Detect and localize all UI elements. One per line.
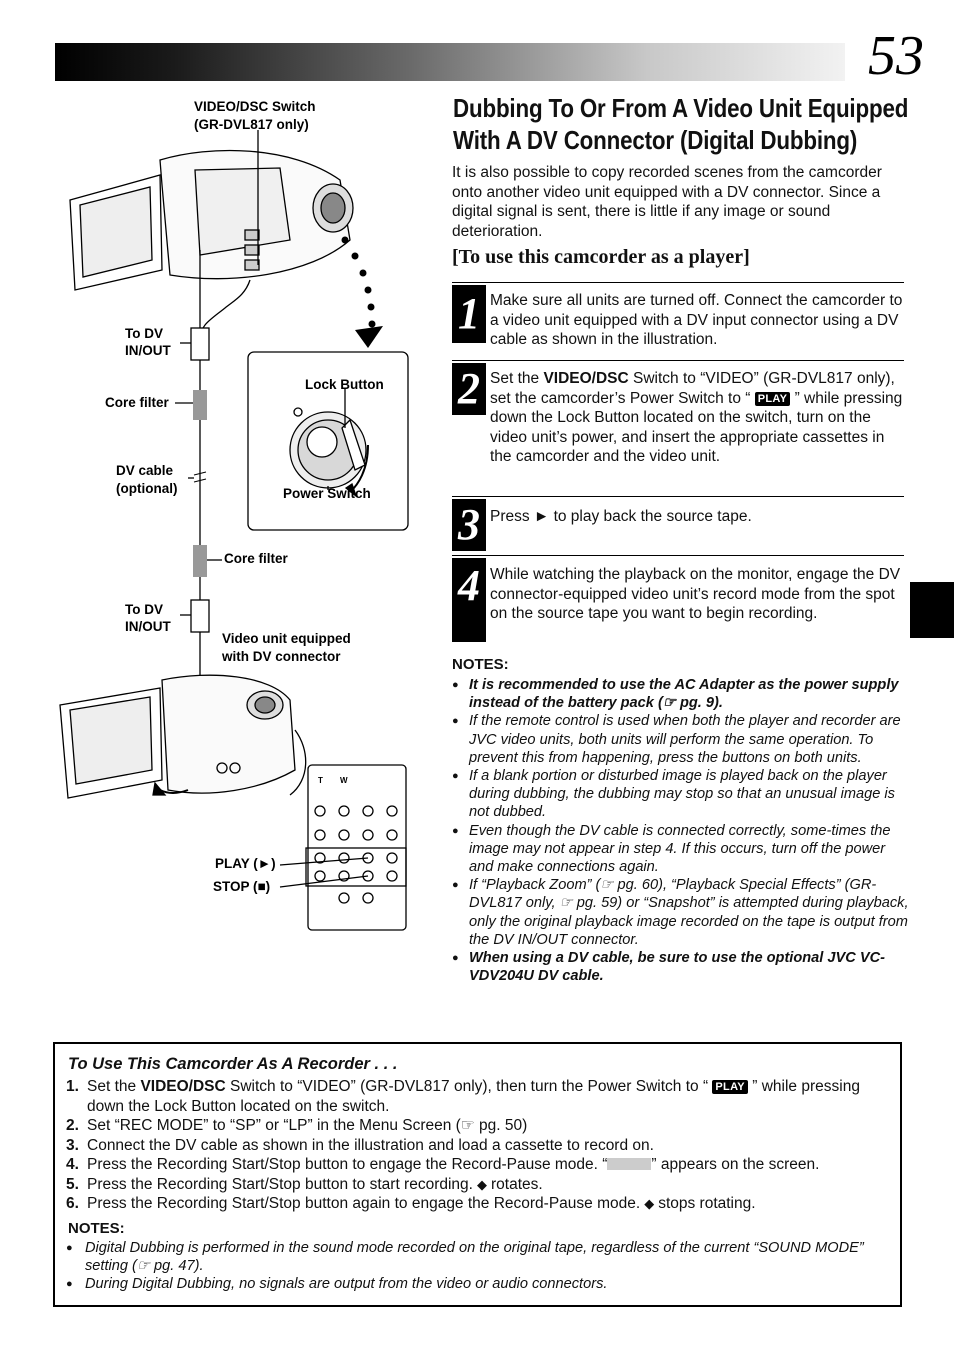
step-4-text: While watching the playback on the monit… <box>490 566 901 622</box>
power-switch-label: Power Switch <box>283 486 371 501</box>
intro-paragraph: It is also possible to copy recorded sce… <box>452 164 882 240</box>
recorder-step: 1.Set the VIDEO/DSC Switch to “VIDEO” (G… <box>66 1078 860 1115</box>
step-number-1: 1 <box>452 285 486 343</box>
record-pause-indicator <box>607 1158 652 1170</box>
tape-rotation-icon: ◆ <box>644 1196 655 1211</box>
recorder-step: 6.Press the Recording Start/Stop button … <box>66 1195 756 1212</box>
step-divider <box>452 555 904 556</box>
page-title: Dubbing To Or From A Video Unit Equipped… <box>453 93 909 155</box>
recorder-note: During Digital Dubbing, no signals are o… <box>66 1275 896 1293</box>
dv-plug-top <box>190 327 210 361</box>
header-bar <box>55 43 845 81</box>
recorder-notes-heading: NOTES: <box>68 1220 125 1237</box>
note-item: If “Playback Zoom” (☞ pg. 60), “Playback… <box>452 876 912 949</box>
step-divider <box>452 496 904 497</box>
step-number-2: 2 <box>452 363 486 415</box>
step-divider <box>452 360 904 361</box>
step-number-4: 4 <box>452 558 486 642</box>
step-number-3: 3 <box>452 499 486 551</box>
note-item: If the remote control is used when both … <box>452 712 912 767</box>
core-filter-bottom <box>193 545 207 577</box>
stop-button-label: STOP (■) <box>213 879 271 894</box>
recorder-step: 5.Press the Recording Start/Stop button … <box>66 1175 543 1193</box>
core-filter-top-label: Core filter <box>105 395 169 410</box>
remote-control-illustration <box>279 764 407 931</box>
section-subheading: [To use this camcorder as a player] <box>452 246 750 268</box>
video-dsc-switch-note: (GR-DVL817 only) <box>194 117 309 132</box>
recorder-steps-list: 1.Set the VIDEO/DSC Switch to “VIDEO” (G… <box>66 1077 896 1214</box>
tape-rotation-icon: ◆ <box>476 1176 487 1192</box>
to-dv-bottom-label: To DV <box>125 602 163 617</box>
note-item: If a blank portion or disturbed image is… <box>452 767 912 822</box>
dubbing-illustration: T W <box>59 130 409 931</box>
camcorder-illustration <box>69 149 354 341</box>
dv-plug-bottom <box>190 599 210 633</box>
core-filter-top <box>193 390 207 420</box>
recorder-note: Digital Dubbing is performed in the soun… <box>66 1239 896 1275</box>
play-mode-badge: PLAY <box>754 391 791 406</box>
lock-button-label: Lock Button <box>305 377 384 392</box>
dv-cable-optional-label: (optional) <box>116 481 178 496</box>
video-unit-label-2: with DV connector <box>222 649 341 664</box>
recorder-box-title: To Use This Camcorder As A Recorder . . … <box>68 1055 398 1073</box>
play-button-label: PLAY (►) <box>215 856 276 871</box>
notes-list: It is recommended to use the AC Adapter … <box>452 676 912 985</box>
video-unit-illustration <box>59 674 307 799</box>
notes-heading: NOTES: <box>452 656 509 673</box>
in-out-bottom-label: IN/OUT <box>125 619 171 634</box>
recorder-step: 2.Set “REC MODE” to “SP” or “LP” in the … <box>66 1117 528 1134</box>
dv-cable-label: DV cable <box>116 463 174 478</box>
step-divider <box>452 282 904 283</box>
recorder-instructions-box <box>53 1042 902 1307</box>
step-2-text: Set the VIDEO/DSC Switch to “VIDEO” (GR-… <box>490 370 903 465</box>
remote-w-label: W <box>340 776 348 785</box>
recorder-step: 3.Connect the DV cable as shown in the i… <box>66 1136 654 1154</box>
note-item: Even though the DV cable is connected co… <box>452 822 912 877</box>
core-filter-bottom-label: Core filter <box>224 551 288 566</box>
video-unit-label: Video unit equipped <box>222 631 351 646</box>
recorder-notes-list: Digital Dubbing is performed in the soun… <box>66 1239 896 1294</box>
note-item: When using a DV cable, be sure to use th… <box>452 949 912 985</box>
to-dv-top-label: To DV <box>125 326 163 341</box>
step-3-text: Press ► to play back the source tape. <box>490 508 752 525</box>
power-switch-dial <box>289 388 369 498</box>
remote-t-label: T <box>318 776 323 785</box>
play-mode-badge: PLAY <box>712 1080 748 1094</box>
in-out-top-label: IN/OUT <box>125 343 171 358</box>
side-tab <box>910 582 954 638</box>
rotation-dots <box>341 236 383 348</box>
page-number: 53 <box>868 25 924 87</box>
note-item: It is recommended to use the AC Adapter … <box>452 676 912 712</box>
recorder-step: 4.Press the Recording Start/Stop button … <box>66 1156 820 1173</box>
step-1-text: Make sure all units are turned off. Conn… <box>490 292 903 348</box>
video-dsc-switch-label: VIDEO/DSC Switch <box>194 99 316 114</box>
